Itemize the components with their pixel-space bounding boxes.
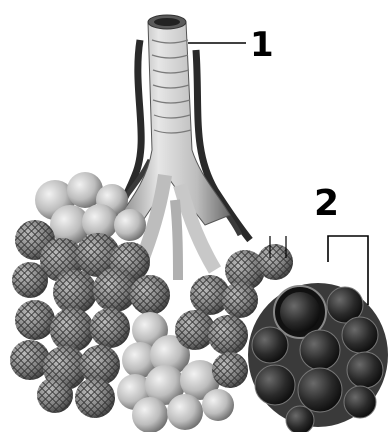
sectioned-alveolar-cluster (248, 283, 388, 432)
label-1: 1 (250, 28, 274, 62)
label-2: 2 (314, 186, 339, 222)
